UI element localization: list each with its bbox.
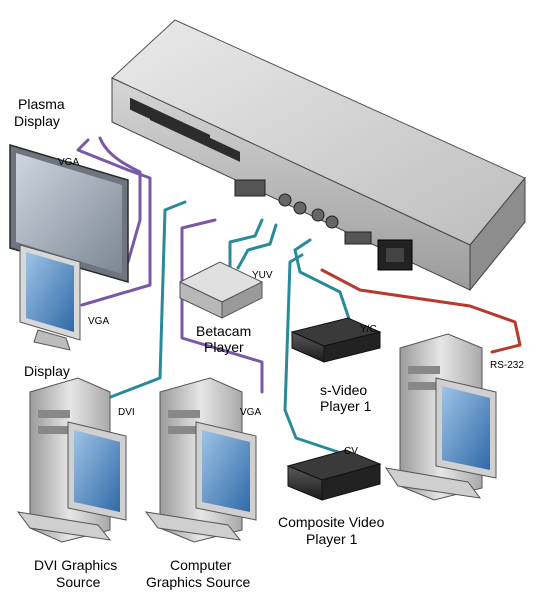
vga-display-label: VGA bbox=[88, 316, 109, 327]
betacam-label-1: Betacam bbox=[196, 323, 251, 339]
rs232-label: RS-232 bbox=[490, 360, 524, 371]
composite-label-1: Composite Video bbox=[278, 514, 385, 530]
dvi-source-label-1: DVI Graphics bbox=[34, 557, 117, 573]
svideo-label-1: s-Video bbox=[320, 382, 367, 398]
power-inlet bbox=[378, 240, 412, 270]
plasma-label-2: Display bbox=[14, 113, 60, 129]
svideo-label-2: Player 1 bbox=[320, 398, 372, 414]
rs232-controller-pc bbox=[386, 334, 496, 500]
computer-graphics-source bbox=[146, 378, 256, 542]
yc-label: Y/C bbox=[360, 324, 377, 335]
vga-plasma-label: VGA bbox=[58, 157, 79, 168]
composite-video-player bbox=[288, 450, 380, 500]
betacam-label-2: Player bbox=[204, 339, 244, 355]
switcher-unit bbox=[112, 20, 525, 290]
yuv-cable bbox=[230, 220, 262, 268]
cv-label: CV bbox=[344, 446, 358, 457]
dvi-source-label-2: Source bbox=[56, 574, 101, 590]
computer-source-label-1: Computer bbox=[170, 557, 232, 573]
display-label: Display bbox=[24, 363, 70, 379]
dvi-label: DVI bbox=[118, 407, 135, 418]
display-monitor bbox=[20, 245, 80, 350]
yuv-label: YUV bbox=[252, 270, 273, 281]
betacam-player bbox=[180, 262, 262, 318]
composite-label-2: Player 1 bbox=[306, 531, 358, 547]
vga-computer-label: VGA bbox=[240, 407, 261, 418]
plasma-label-1: Plasma bbox=[18, 96, 65, 112]
dvi-graphics-source bbox=[18, 378, 126, 542]
computer-source-label-2: Graphics Source bbox=[146, 574, 250, 590]
